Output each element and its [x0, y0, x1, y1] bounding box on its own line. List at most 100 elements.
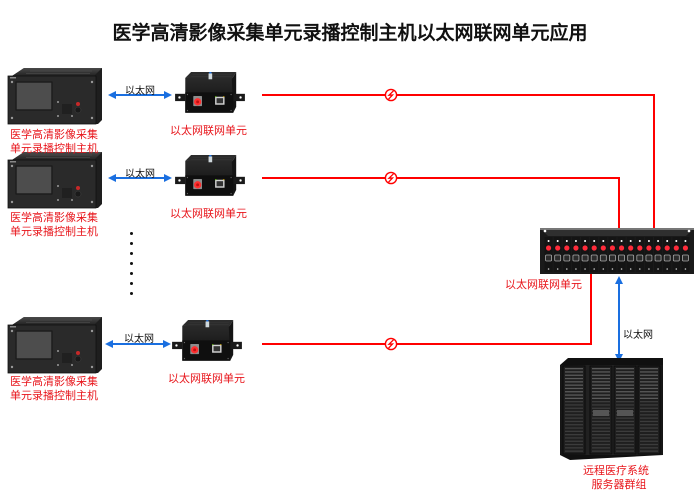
host-device-1 — [7, 68, 103, 125]
slot-led — [547, 240, 550, 242]
slot-ethernet-port — [636, 254, 644, 262]
slot-ethernet-port — [590, 254, 598, 262]
slot-fiber-port — [655, 245, 661, 251]
rack-label: 以太网联网单元 — [505, 278, 582, 291]
slot-led — [593, 240, 596, 242]
slot-fiber-port — [600, 245, 606, 251]
slot-fiber-port — [545, 245, 552, 251]
server-label: 远程医疗系统 服务器群组 — [583, 464, 649, 492]
ethernet-label-3: 以太网 — [124, 334, 154, 345]
slot-ethernet-port — [599, 254, 607, 262]
slot-ethernet-port — [581, 254, 589, 262]
slot-led — [666, 240, 669, 242]
slot-ethernet-port — [554, 254, 562, 262]
slot-led — [556, 240, 559, 242]
ethernet-label-1: 以太网 — [125, 86, 155, 97]
dot — [130, 282, 133, 285]
host-label-line1: 医学高清影像采集 — [10, 375, 98, 388]
rack-chassis — [540, 228, 694, 274]
slot-ethernet-port — [618, 254, 625, 262]
rack-slot — [663, 237, 672, 272]
server-cabinet — [613, 365, 637, 455]
slot-ethernet-port — [672, 254, 680, 262]
host-device-3 — [7, 317, 103, 374]
host-label-1: 医学高清影像采集 单元录播控制主机 — [10, 128, 98, 156]
rack-slot — [553, 237, 562, 272]
slot-fiber-port — [591, 245, 597, 251]
host-label-line2: 单元录播控制主机 — [10, 389, 98, 402]
slot-ethernet-port — [663, 254, 671, 262]
slot-led — [611, 240, 614, 242]
slot-led — [684, 240, 687, 242]
slot-fiber-port — [646, 245, 652, 251]
host-label-2: 医学高清影像采集 单元录播控制主机 — [10, 211, 98, 239]
server-bays — [562, 365, 661, 455]
fiber-line-1 — [262, 94, 655, 230]
host-device-2 — [7, 152, 103, 209]
rack-slot — [626, 237, 635, 272]
unit-label-3: 以太网联网单元 — [168, 372, 245, 385]
slot-fiber-port — [628, 245, 634, 251]
host-label-3: 医学高清影像采集 单元录播控制主机 — [10, 375, 98, 403]
slot-ethernet-port — [627, 254, 635, 262]
fiber-break-icon-1 — [384, 88, 398, 102]
unit-label-1: 以太网联网单元 — [170, 124, 247, 137]
rack-slot — [562, 237, 571, 272]
slot-led — [629, 240, 632, 242]
dot — [130, 292, 133, 295]
slot-ethernet-port — [682, 254, 689, 262]
slot-led — [602, 240, 605, 242]
slot-led — [638, 240, 641, 242]
server-cabinet — [589, 365, 613, 455]
dot — [130, 242, 133, 245]
rack-slot — [681, 237, 690, 272]
slot-ethernet-port — [654, 254, 662, 262]
server-cabinet — [562, 365, 586, 455]
server-cluster — [560, 358, 663, 460]
slot-led — [675, 240, 678, 242]
slot-fiber-port — [637, 245, 643, 251]
slot-ethernet-port — [545, 254, 552, 262]
rack-slot — [654, 237, 663, 272]
slot-led — [620, 240, 623, 242]
slot-fiber-port — [673, 245, 679, 251]
network-unit-1 — [174, 72, 246, 114]
dot — [130, 252, 133, 255]
slot-led — [657, 240, 660, 242]
slot-led — [584, 240, 587, 242]
fiber-line-2 — [262, 177, 620, 230]
dot — [130, 262, 133, 265]
rack-slot — [617, 237, 626, 272]
slot-led — [565, 240, 568, 242]
slot-ethernet-port — [572, 254, 580, 262]
dot — [130, 232, 133, 235]
unit-label-2: 以太网联网单元 — [170, 207, 247, 220]
slot-fiber-port — [682, 245, 689, 251]
slot-fiber-port — [573, 245, 579, 251]
host-label-line1: 医学高清影像采集 — [10, 211, 98, 224]
fiber-break-icon-2 — [384, 171, 398, 185]
rack-slot — [590, 237, 599, 272]
diagram-title: 医学高清影像采集单元录播控制主机以太网联网单元应用 — [112, 22, 588, 44]
slot-fiber-port — [609, 245, 616, 251]
host-label-line2: 单元录播控制主机 — [10, 225, 98, 238]
dot — [130, 272, 133, 275]
slot-fiber-port — [555, 245, 561, 251]
ethernet-label-2: 以太网 — [125, 169, 155, 180]
slot-ethernet-port — [645, 254, 653, 262]
server-label-line2: 服务器群组 — [591, 478, 647, 491]
slot-ethernet-port — [609, 254, 616, 262]
slot-fiber-port — [564, 245, 570, 251]
rack-slot — [608, 237, 617, 272]
rack-slots — [544, 237, 690, 272]
rack-slot — [672, 237, 681, 272]
rack-slot — [544, 237, 553, 272]
rack-slot — [581, 237, 590, 272]
slot-led — [574, 240, 577, 242]
slot-fiber-port — [618, 245, 625, 251]
slot-fiber-port — [582, 245, 588, 251]
server-label-line1: 远程医疗系统 — [583, 464, 649, 477]
fiber-line-3 — [262, 273, 592, 345]
host-label-line2: 单元录播控制主机 — [10, 142, 98, 155]
